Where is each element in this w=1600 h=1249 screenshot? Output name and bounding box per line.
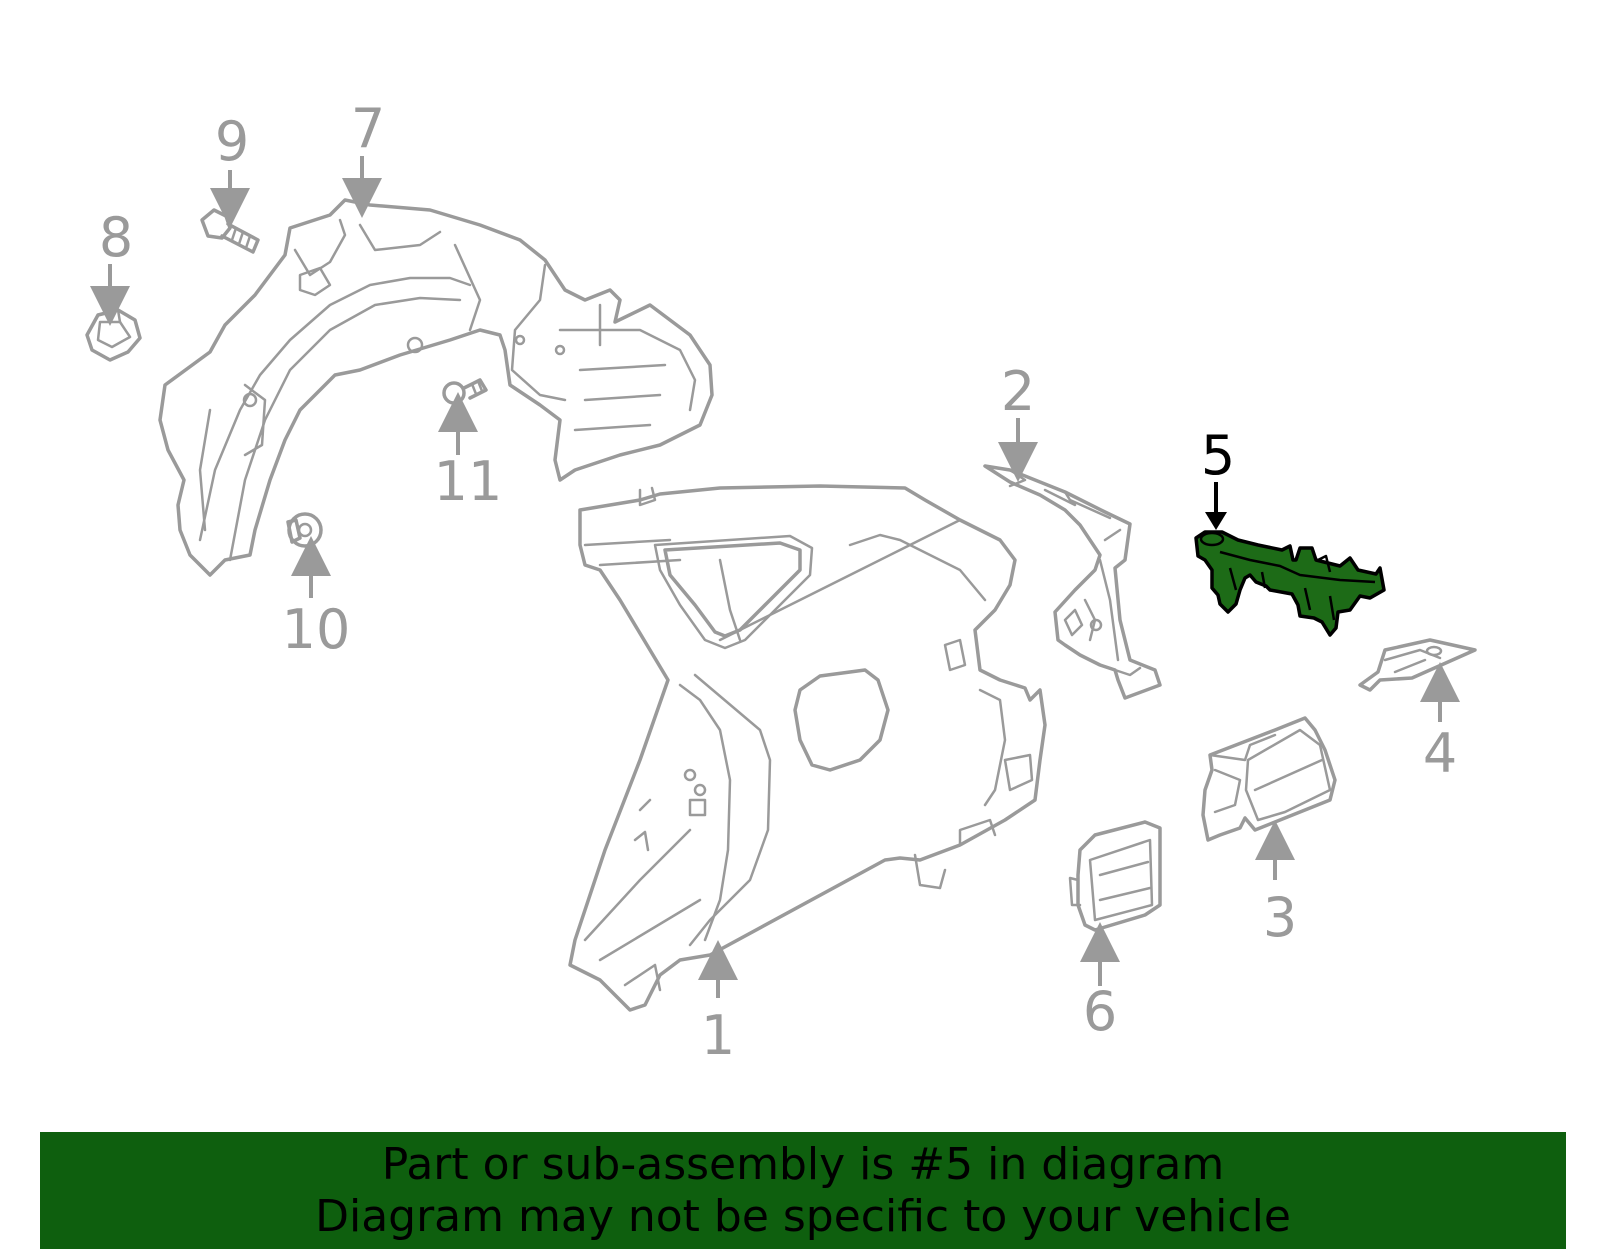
callout-9[interactable]: 9 [215, 110, 249, 173]
callout-6[interactable]: 6 [1083, 980, 1117, 1043]
callout-4[interactable]: 4 [1423, 722, 1457, 785]
part-4-bracket[interactable] [1358, 638, 1477, 692]
part-11-clip[interactable] [442, 378, 488, 405]
part-6-fuel-housing[interactable] [1068, 820, 1162, 932]
part-8-clip[interactable] [85, 308, 142, 362]
callout-8[interactable]: 8 [99, 206, 133, 269]
banner-line-1: Part or sub-assembly is #5 in diagram [381, 1138, 1225, 1190]
banner-line-2: Diagram may not be specific to your vehi… [315, 1190, 1291, 1242]
callout-arrowhead-5 [1205, 512, 1227, 530]
part-7-wheelhouse[interactable] [158, 198, 714, 577]
callout-10[interactable]: 10 [282, 598, 351, 661]
callout-5[interactable]: 5 [1201, 424, 1235, 487]
callout-7[interactable]: 7 [351, 97, 385, 160]
callout-3[interactable]: 3 [1263, 886, 1297, 949]
part-10-plug[interactable] [286, 512, 323, 548]
callout-11[interactable]: 11 [434, 450, 503, 513]
part-5-bracket-highlighted[interactable] [1194, 530, 1386, 637]
callout-1[interactable]: 1 [701, 1004, 735, 1067]
part-9-bolt[interactable] [200, 208, 260, 254]
info-banner: Part or sub-assembly is #5 in diagram Di… [40, 1132, 1566, 1249]
part-3-fuel-door[interactable] [1201, 716, 1337, 842]
callout-2[interactable]: 2 [1001, 360, 1035, 423]
part-1-quarter-panel[interactable] [568, 484, 1047, 1012]
